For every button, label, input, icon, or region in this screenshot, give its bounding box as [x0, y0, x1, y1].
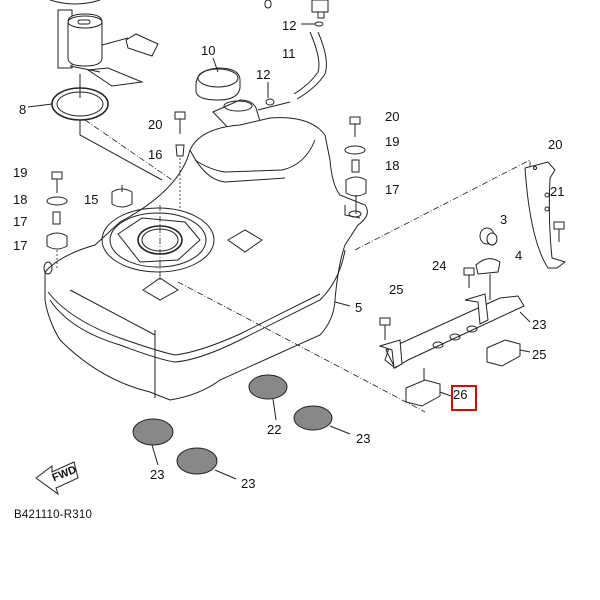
callout-12-lower: 12 [256, 67, 271, 82]
callout-21: 20 [548, 137, 563, 152]
callout-15: 15 [84, 192, 99, 207]
callout-20-right: 20 [385, 109, 400, 124]
rubber-block-left[interactable] [405, 368, 441, 407]
callout-23-c: 23 [150, 467, 165, 482]
callout-26-right: 25 [532, 347, 547, 362]
callout-23-a: 22 [267, 422, 282, 437]
callout-12-top: 12 [282, 18, 297, 33]
callout-18-right: 18 [385, 158, 400, 173]
callout-20-mid: 20 [148, 117, 163, 132]
right-mount-hardware[interactable] [344, 116, 367, 214]
fuel-tank[interactable] [43, 117, 368, 401]
fuel-cap[interactable] [195, 57, 241, 101]
side-bracket[interactable] [524, 161, 567, 269]
diagram-code: B421110-R310 [14, 509, 93, 521]
callout-5: 5 [355, 300, 363, 315]
callout-23-b: 23 [356, 431, 371, 446]
callout-8: 8 [19, 102, 27, 117]
forward-arrow-icon [35, 461, 79, 496]
callout-22: 21 [550, 184, 565, 199]
highlight-box [451, 385, 477, 411]
callout-19-right: 19 [385, 134, 400, 149]
callout-10: 10 [201, 43, 216, 58]
grille-d[interactable] [176, 447, 218, 475]
callout-18-left: 17 [13, 214, 28, 229]
left-mount-hardware[interactable] [46, 171, 133, 268]
callout-16: 16 [148, 147, 163, 162]
callout-19-left: 18 [13, 192, 28, 207]
callout-25-lower: 25 [389, 282, 404, 297]
fuel-pump-assembly[interactable] [49, 0, 159, 98]
callout-11: 11 [282, 46, 296, 61]
grille-b[interactable] [293, 405, 333, 431]
callout-20-left: 19 [13, 165, 28, 180]
callout-17-left: 17 [13, 238, 28, 253]
frame-bracket[interactable] [378, 267, 525, 369]
callout-25-upper: 24 [432, 258, 447, 273]
gasket-ring[interactable] [27, 87, 109, 121]
rubber-block-right[interactable] [486, 339, 521, 367]
callout-26-highlighted[interactable]: 26 [453, 387, 468, 402]
callout-24: 23 [532, 317, 547, 332]
callout-17-right: 17 [385, 182, 400, 197]
callout-4: 4 [515, 248, 523, 263]
callout-3: 3 [500, 212, 508, 227]
callout-23-d: 23 [241, 476, 256, 491]
grille-a[interactable] [248, 374, 288, 400]
grille-c[interactable] [132, 418, 174, 446]
